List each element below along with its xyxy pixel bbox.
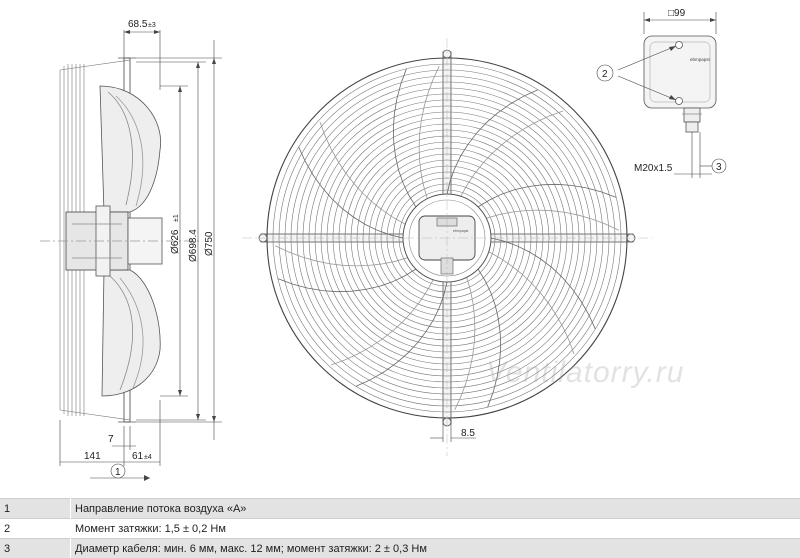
dim-68-5: 68.5 xyxy=(128,19,148,30)
watermark: Ventilatorry.ru xyxy=(486,356,684,390)
fan-blade-edge xyxy=(447,90,538,194)
note-number: 2 xyxy=(0,519,71,539)
fan-blade-trailing-edge xyxy=(331,280,433,365)
fan-blade-edge xyxy=(299,147,403,238)
notes-table: 1 Направление потока воздуха «А» 2 Момен… xyxy=(0,498,800,558)
note-text: Направление потока воздуха «А» xyxy=(71,499,800,519)
fan-blade-edge xyxy=(491,238,595,329)
fan-blade-edge xyxy=(356,282,447,386)
dim-626-tolerance: ±1 xyxy=(173,214,180,222)
dim-61-tolerance: ±4 xyxy=(144,454,152,461)
side-blade-upper xyxy=(100,86,161,212)
note-text: Диаметр кабеля: мин. 6 мм, макс. 12 мм; … xyxy=(71,539,800,558)
terminal-screw-top-icon xyxy=(676,42,683,49)
front-hub-logo: ebmpapst xyxy=(453,229,468,233)
terminal-box-logo: ebmpapst xyxy=(690,57,711,62)
callout-3: 3 xyxy=(716,162,722,173)
fan-blade-trailing-edge xyxy=(489,252,574,354)
cable-gland xyxy=(684,108,700,122)
fan-blade-trailing-edge xyxy=(461,111,563,196)
technical-drawing: 68.5 ±3 Ø626 ±1 Ø698.4 Ø750 7 141 61 ±4 … xyxy=(0,0,800,490)
front-view: ebmpapst xyxy=(242,38,652,456)
dim-61: 61 xyxy=(132,451,144,462)
terminal-box-detail xyxy=(644,36,716,132)
dim-626: Ø626 xyxy=(170,229,181,254)
notes-row: 1 Направление потока воздуха «А» xyxy=(0,499,800,519)
note-number: 1 xyxy=(0,499,71,519)
side-blade-lower xyxy=(102,270,160,396)
dim-68-5-tolerance: ±3 xyxy=(148,22,156,29)
terminal-screw-bottom-icon xyxy=(676,98,683,105)
note-text: Момент затяжки: 1,5 ± 0,2 Нм xyxy=(71,519,800,539)
callout-2: 2 xyxy=(602,69,608,80)
dim-698-4: Ø698.4 xyxy=(188,229,199,262)
thread-m20: M20x1.5 xyxy=(634,163,673,174)
note-number: 3 xyxy=(0,539,71,558)
dim-750: Ø750 xyxy=(204,231,215,256)
callout-1: 1 xyxy=(115,467,121,478)
dim-7: 7 xyxy=(108,434,114,445)
notes-row: 2 Момент затяжки: 1,5 ± 0,2 Нм xyxy=(0,519,800,539)
dim-8-5: 8.5 xyxy=(461,428,475,439)
dim-99: □99 xyxy=(668,8,686,19)
fan-blade-trailing-edge xyxy=(320,122,405,224)
notes-row: 3 Диаметр кабеля: мин. 6 мм, макс. 12 мм… xyxy=(0,539,800,558)
dim-141: 141 xyxy=(84,451,101,462)
